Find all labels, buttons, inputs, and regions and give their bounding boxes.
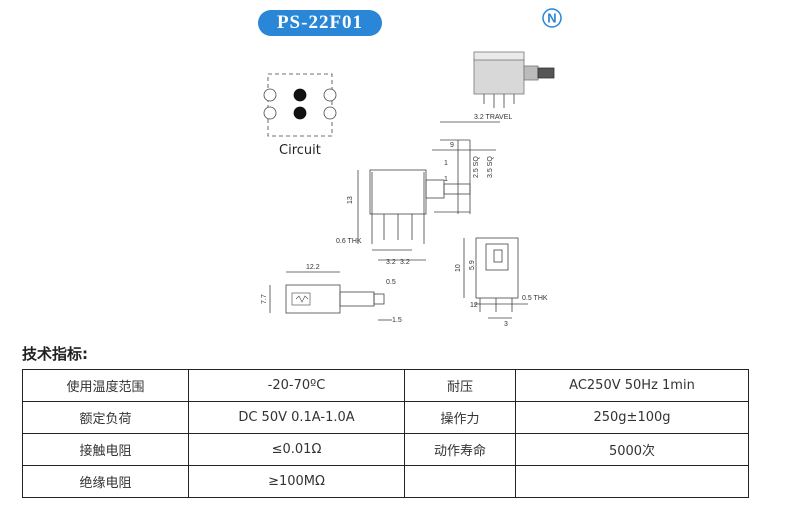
spec-label: 动作寿命 bbox=[404, 433, 516, 466]
spec-value: 5000次 bbox=[515, 433, 749, 466]
dim-0-5thk: 0.5 THK bbox=[522, 295, 548, 302]
dim-2-5sq: 2.5 SQ bbox=[473, 156, 480, 178]
side-view bbox=[357, 121, 500, 261]
dim-12-2: 12.2 bbox=[306, 264, 320, 271]
dim-3: 3 bbox=[504, 321, 508, 328]
specs-title: 技术指标: bbox=[22, 345, 88, 363]
technical-drawing: 3.2 TRAVEL 9 1 1 2.5 SQ 3.5 SQ 13 0.6 TH… bbox=[261, 51, 555, 328]
spec-value bbox=[515, 465, 749, 498]
spec-label: 绝缘电阻 bbox=[22, 465, 189, 498]
spec-label: 操作力 bbox=[404, 401, 516, 434]
brand-logo: N bbox=[542, 8, 562, 28]
table-row: 绝缘电阻 ≥100MΩ bbox=[22, 465, 749, 498]
spec-value: -20-70ºC bbox=[188, 369, 405, 402]
specs-table: 使用温度范围 -20-70ºC 耐压 AC250V 50Hz 1min 额定负荷… bbox=[22, 369, 749, 498]
table-row: 额定负荷 DC 50V 0.1A-1.0A 操作力 250g±100g bbox=[22, 401, 749, 434]
spec-label: 使用温度范围 bbox=[22, 369, 189, 402]
dim-1b: 1 bbox=[444, 176, 448, 183]
spec-value: ≤0.01Ω bbox=[188, 433, 405, 466]
dim-travel: 3.2 TRAVEL bbox=[474, 114, 512, 121]
dim-12: 12 bbox=[470, 302, 478, 309]
spec-value: 250g±100g bbox=[515, 401, 749, 434]
circuit-diagram bbox=[263, 73, 337, 137]
dim-1a: 1 bbox=[444, 160, 448, 167]
spec-value: ≥100MΩ bbox=[188, 465, 405, 498]
dim-7-7: 7.7 bbox=[261, 294, 268, 304]
switch-photo bbox=[473, 51, 555, 108]
dim-0-5a: 0.5 bbox=[386, 279, 396, 286]
dim-0-6thk: 0.6 THK bbox=[336, 238, 362, 245]
dim-1-5: 1.5 bbox=[392, 317, 402, 324]
front-view bbox=[463, 237, 528, 319]
spec-value: DC 50V 0.1A-1.0A bbox=[188, 401, 405, 434]
table-row: 使用温度范围 -20-70ºC 耐压 AC250V 50Hz 1min bbox=[22, 369, 749, 402]
spec-label bbox=[404, 465, 516, 498]
svg-text:N: N bbox=[547, 11, 556, 26]
dim-13: 13 bbox=[347, 196, 354, 204]
dim-9: 9 bbox=[450, 142, 454, 149]
spec-value: AC250V 50Hz 1min bbox=[515, 369, 749, 402]
top-view bbox=[269, 271, 392, 321]
spec-label: 接触电阻 bbox=[22, 433, 189, 466]
dim-3-5sq: 3.5 SQ bbox=[487, 156, 494, 178]
model-badge: PS-22F01 bbox=[258, 10, 382, 36]
dim-5-9: 5.9 bbox=[469, 260, 476, 270]
dim-3-2a: 3.2 bbox=[386, 259, 396, 266]
dim-10: 10 bbox=[455, 264, 462, 272]
dim-3-2b: 3.2 bbox=[400, 259, 410, 266]
circuit-label: Circuit bbox=[279, 143, 321, 158]
spec-label: 耐压 bbox=[404, 369, 516, 402]
table-row: 接触电阻 ≤0.01Ω 动作寿命 5000次 bbox=[22, 433, 749, 466]
spec-label: 额定负荷 bbox=[22, 401, 189, 434]
